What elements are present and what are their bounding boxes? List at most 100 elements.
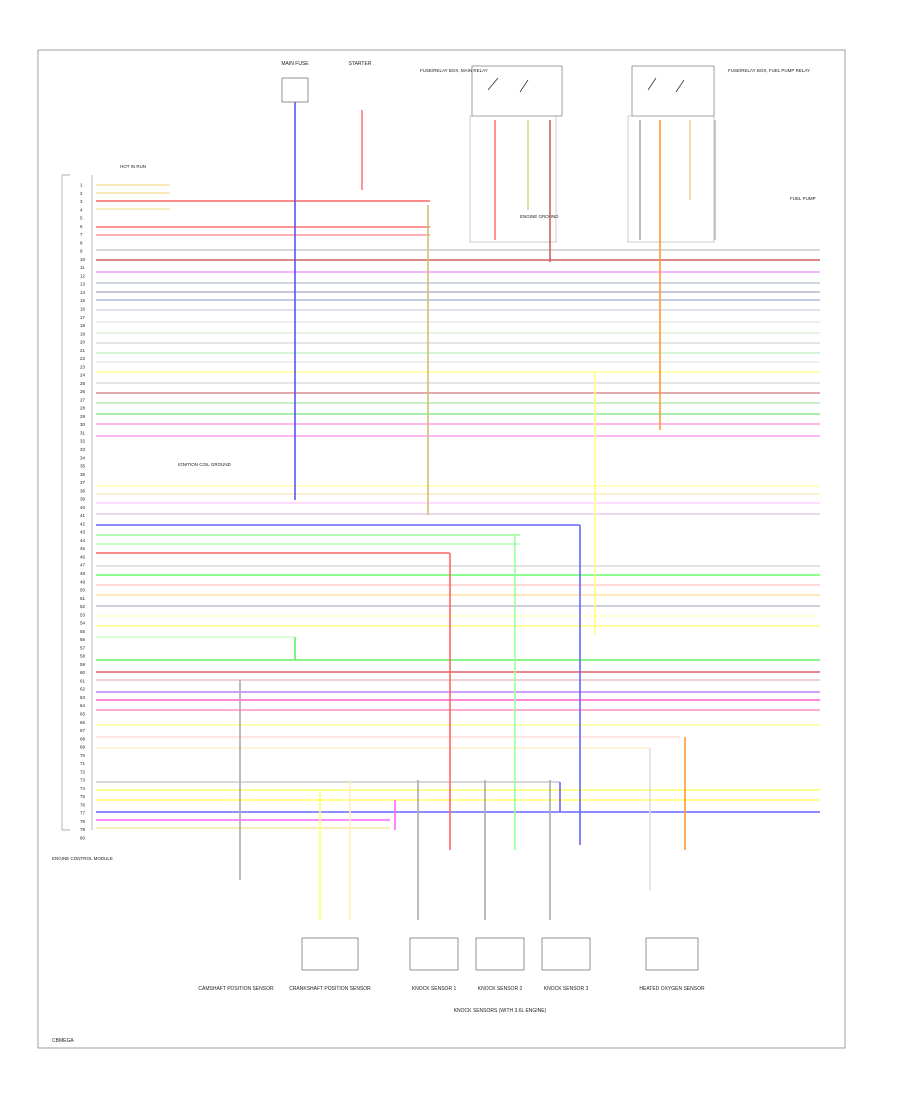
pin-label: 42 bbox=[80, 521, 86, 526]
pin-label: 30 bbox=[80, 422, 86, 427]
pin-label: 64 bbox=[80, 703, 86, 708]
pin-label: 44 bbox=[80, 538, 86, 543]
pin-label: 63 bbox=[80, 695, 86, 700]
pin-label: 20 bbox=[80, 340, 86, 345]
pin-label: 37 bbox=[80, 480, 86, 485]
pin-label: 14 bbox=[80, 290, 86, 295]
pin-label: 76 bbox=[80, 802, 86, 807]
pin-label: 3 bbox=[80, 199, 83, 204]
pin-label: 43 bbox=[80, 530, 86, 535]
main-fuse-box bbox=[281, 77, 309, 103]
coil-ground-label: IGNITION COIL GROUND bbox=[178, 462, 232, 467]
pin-label: 75 bbox=[80, 794, 86, 799]
pin-label: 26 bbox=[80, 389, 86, 394]
pin-label: 6 bbox=[80, 224, 83, 229]
pin-label: 54 bbox=[80, 621, 86, 626]
pin-label: 21 bbox=[80, 348, 86, 353]
pin-label: 8 bbox=[80, 240, 83, 245]
pin-label: 35 bbox=[80, 464, 86, 469]
pin-label: 4 bbox=[80, 207, 83, 212]
knock-sensor-2-box bbox=[475, 937, 525, 971]
pin-label: 53 bbox=[80, 612, 86, 617]
pin-label: 57 bbox=[80, 645, 86, 650]
ecm-pin-labels: 1234567891011121314151617181920212223242… bbox=[80, 183, 86, 841]
fuel-pump-relay-label: FUSE/RELAY BOX, FUEL PUMP RELAY bbox=[728, 68, 810, 73]
component-label-3: KNOCK SENSOR 1 bbox=[412, 986, 457, 992]
pin-label: 55 bbox=[80, 629, 86, 634]
pin-label: 7 bbox=[80, 232, 83, 237]
pin-label: 16 bbox=[80, 306, 86, 311]
pin-label: 79 bbox=[80, 827, 86, 832]
pin-label: 72 bbox=[80, 769, 86, 774]
component-label-4: KNOCK SENSOR 2 bbox=[478, 986, 523, 992]
pin-label: 33 bbox=[80, 447, 86, 452]
pin-label: 31 bbox=[80, 430, 86, 435]
pin-label: 59 bbox=[80, 662, 86, 667]
knock-group-caption: KNOCK SENSORS (WITH 3.6L ENGINE) bbox=[454, 1008, 547, 1014]
pin-label: 56 bbox=[80, 637, 86, 642]
pin-label: 28 bbox=[80, 406, 86, 411]
pin-label: 18 bbox=[80, 323, 86, 328]
ecm-label: ENGINE CONTROL MODULE bbox=[52, 856, 113, 861]
pin-label: 9 bbox=[80, 249, 83, 254]
wire-runs bbox=[96, 102, 820, 920]
pin-label: 19 bbox=[80, 331, 86, 336]
pin-label: 50 bbox=[80, 588, 86, 593]
component-label-5: KNOCK SENSOR 3 bbox=[544, 986, 589, 992]
pin-label: 11 bbox=[80, 265, 85, 270]
component-label-6: HEATED OXYGEN SENSOR bbox=[639, 986, 705, 992]
component-label-2: CRANKSHAFT POSITION SENSOR bbox=[289, 986, 371, 992]
knock-sensor-1-box bbox=[409, 937, 459, 971]
pin-label: 70 bbox=[80, 753, 86, 758]
ground-left-label: HOT IN RUN bbox=[120, 164, 146, 169]
pin-label: 77 bbox=[80, 811, 86, 816]
engine-ground-label: ENGINE GROUND bbox=[520, 214, 559, 219]
main-relay-outline bbox=[469, 115, 557, 243]
pin-label: 41 bbox=[80, 513, 86, 518]
pin-label: 68 bbox=[80, 736, 86, 741]
pin-label: 52 bbox=[80, 604, 86, 609]
main-fuse-label: MAIN FUSE bbox=[281, 61, 309, 67]
crankshaft-sensor-box bbox=[301, 937, 359, 971]
pin-label: 47 bbox=[80, 563, 86, 568]
pin-label: 80 bbox=[80, 836, 86, 841]
knock-sensor-3-box bbox=[541, 937, 591, 971]
pin-label: 34 bbox=[80, 455, 86, 460]
pin-label: 73 bbox=[80, 778, 86, 783]
pin-label: 65 bbox=[80, 712, 86, 717]
footer-code: CBMEGA bbox=[52, 1038, 74, 1044]
pin-label: 51 bbox=[80, 596, 86, 601]
pin-label: 24 bbox=[80, 373, 86, 378]
starter-label: STARTER bbox=[349, 61, 372, 67]
pin-label: 12 bbox=[80, 273, 86, 278]
relay-contacts bbox=[487, 77, 685, 93]
pin-label: 58 bbox=[80, 654, 86, 659]
ground-right-label: FUEL PUMP bbox=[790, 196, 816, 201]
pin-label: 1 bbox=[80, 183, 83, 188]
pin-label: 46 bbox=[80, 554, 86, 559]
pin-label: 48 bbox=[80, 571, 86, 576]
pin-label: 78 bbox=[80, 819, 86, 824]
pin-label: 39 bbox=[80, 497, 86, 502]
pin-label: 69 bbox=[80, 745, 86, 750]
pin-label: 25 bbox=[80, 381, 86, 386]
main-relay-label: FUSE/RELAY BOX, MAIN RELAY bbox=[420, 68, 488, 73]
pin-label: 61 bbox=[80, 678, 86, 683]
pin-label: 66 bbox=[80, 720, 86, 725]
pin-label: 15 bbox=[80, 298, 86, 303]
pin-label: 38 bbox=[80, 488, 86, 493]
pin-label: 27 bbox=[80, 397, 86, 402]
pin-label: 36 bbox=[80, 472, 86, 477]
pin-label: 5 bbox=[80, 216, 83, 221]
oxygen-sensor-box bbox=[645, 937, 699, 971]
pin-label: 17 bbox=[80, 315, 86, 320]
pin-label: 74 bbox=[80, 786, 86, 791]
ecm-connector-bracket bbox=[61, 174, 93, 831]
pin-label: 49 bbox=[80, 579, 86, 584]
pin-label: 45 bbox=[80, 546, 86, 551]
component-label-1: CAMSHAFT POSITION SENSOR bbox=[198, 986, 274, 992]
pin-label: 23 bbox=[80, 364, 86, 369]
pin-label: 71 bbox=[80, 761, 86, 766]
pin-label: 2 bbox=[80, 191, 83, 196]
